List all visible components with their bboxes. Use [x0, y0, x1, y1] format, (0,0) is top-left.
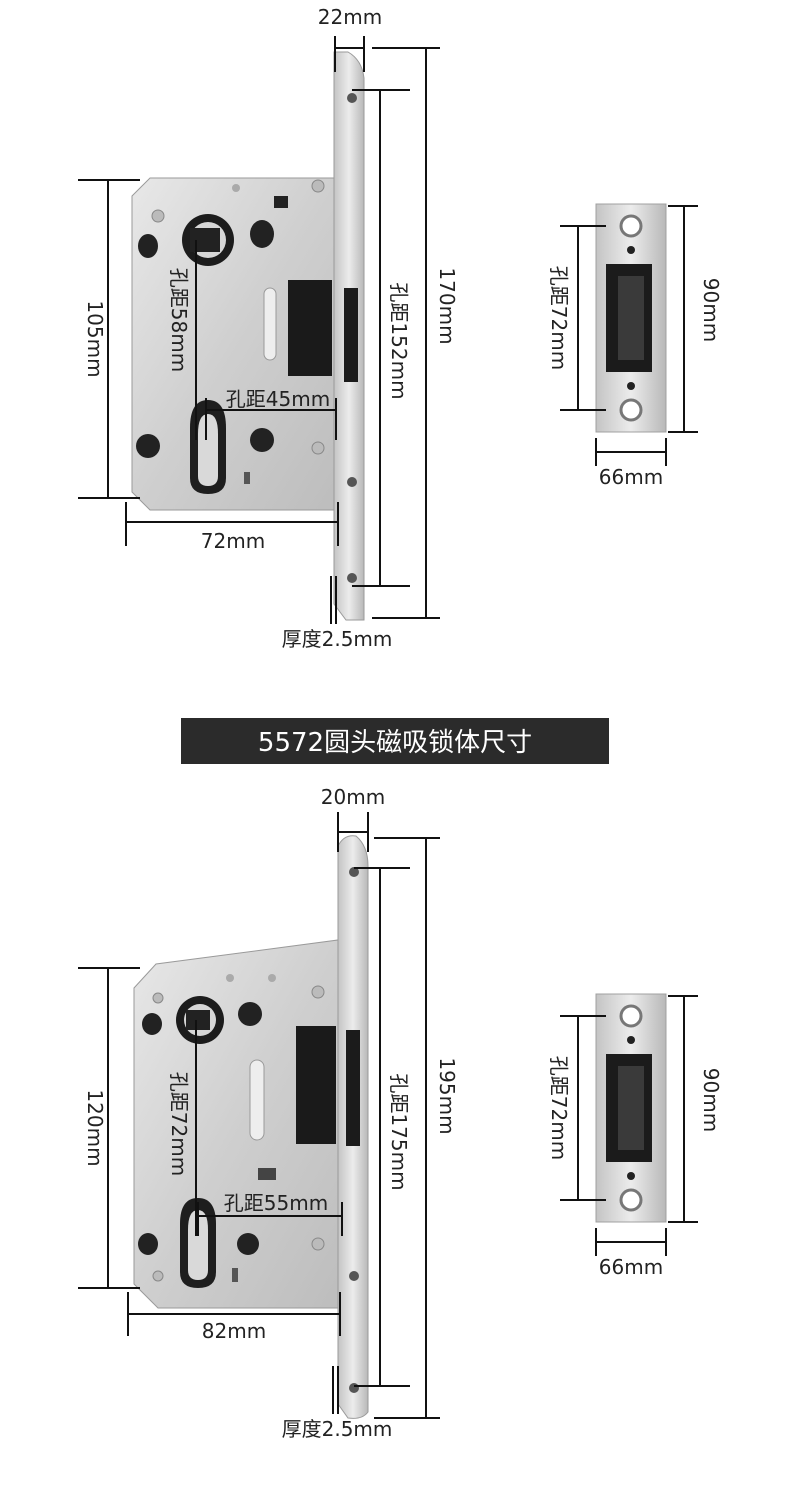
top-faceplate-width-label: 22mm [318, 5, 382, 29]
mount-hole [238, 1002, 262, 1026]
bottom-hole-spacing-horizontal-label: 孔距55mm [224, 1191, 328, 1215]
mount-hole [138, 1233, 158, 1255]
bottom-strike-plate: 孔距72mm 90mm 66mm [547, 993, 723, 1279]
mount-hole [250, 428, 274, 452]
top-strike-hole-spacing-label: 孔距72mm [547, 266, 571, 370]
top-body-depth-label: 72mm [201, 529, 265, 553]
bottom-strike-width-label: 66mm [599, 1255, 663, 1279]
faceplate-screw-hole [347, 93, 357, 103]
spindle-square [186, 1010, 210, 1030]
top-hole-spacing-horizontal-label: 孔距45mm [226, 387, 330, 411]
latch-block [288, 280, 332, 376]
bottom-hole-spacing-vertical-label: 孔距72mm [167, 1072, 191, 1176]
spindle-square [190, 228, 220, 252]
bottom-strike-hole-spacing-label: 孔距72mm [547, 1056, 571, 1160]
latch-slot [346, 1030, 360, 1146]
slider-slot [263, 287, 277, 361]
mount-hole [237, 1233, 259, 1255]
bottom-faceplate-hole-spacing-label: 孔距175mm [387, 1073, 411, 1190]
top-body-height-label: 105mm [83, 300, 107, 377]
bottom-thickness-label: 厚度2.5mm [282, 1417, 393, 1441]
bottom-strike-height-label: 90mm [699, 1068, 723, 1132]
bottom-body-depth-label: 82mm [202, 1319, 266, 1343]
title-banner: 5572圆头磁吸锁体尺寸 [181, 718, 609, 764]
faceplate-screw-hole [349, 1271, 359, 1281]
bottom-faceplate-length-label: 195mm [435, 1057, 459, 1134]
slider-slot [249, 1059, 265, 1141]
top-strike-height-label: 90mm [699, 278, 723, 342]
faceplate-screw-hole [349, 1383, 359, 1393]
bottom-dimensions: 20mm 120mm 孔距72mm 孔距55mm 孔距175mm 195mm 8… [78, 785, 459, 1441]
page-title: 5572圆头磁吸锁体尺寸 [258, 728, 532, 758]
mount-hole [250, 220, 274, 248]
top-lock [131, 51, 365, 621]
mount-hole [138, 234, 158, 258]
bottom-body-height-label: 120mm [83, 1089, 107, 1166]
bottom-faceplate-width-label: 20mm [321, 785, 385, 809]
faceplate-screw-hole [347, 573, 357, 583]
mount-hole [142, 1013, 162, 1035]
mount-hole [136, 434, 160, 458]
latch-block [296, 1026, 336, 1144]
top-strike-width-label: 66mm [599, 465, 663, 489]
top-hole-spacing-vertical-label: 孔距58mm [167, 268, 191, 372]
faceplate-screw-hole [347, 477, 357, 487]
top-faceplate-length-label: 170mm [435, 267, 459, 344]
top-thickness-label: 厚度2.5mm [282, 627, 393, 651]
faceplate-screw-hole [349, 867, 359, 877]
top-dimensions: 22mm 105mm 孔距58mm 孔距45mm 孔距152mm 170mm 7… [78, 5, 459, 651]
top-faceplate-hole-spacing-label: 孔距152mm [387, 282, 411, 399]
latch-slot [344, 288, 358, 382]
top-strike-plate: 孔距72mm 90mm 66mm [547, 203, 723, 489]
